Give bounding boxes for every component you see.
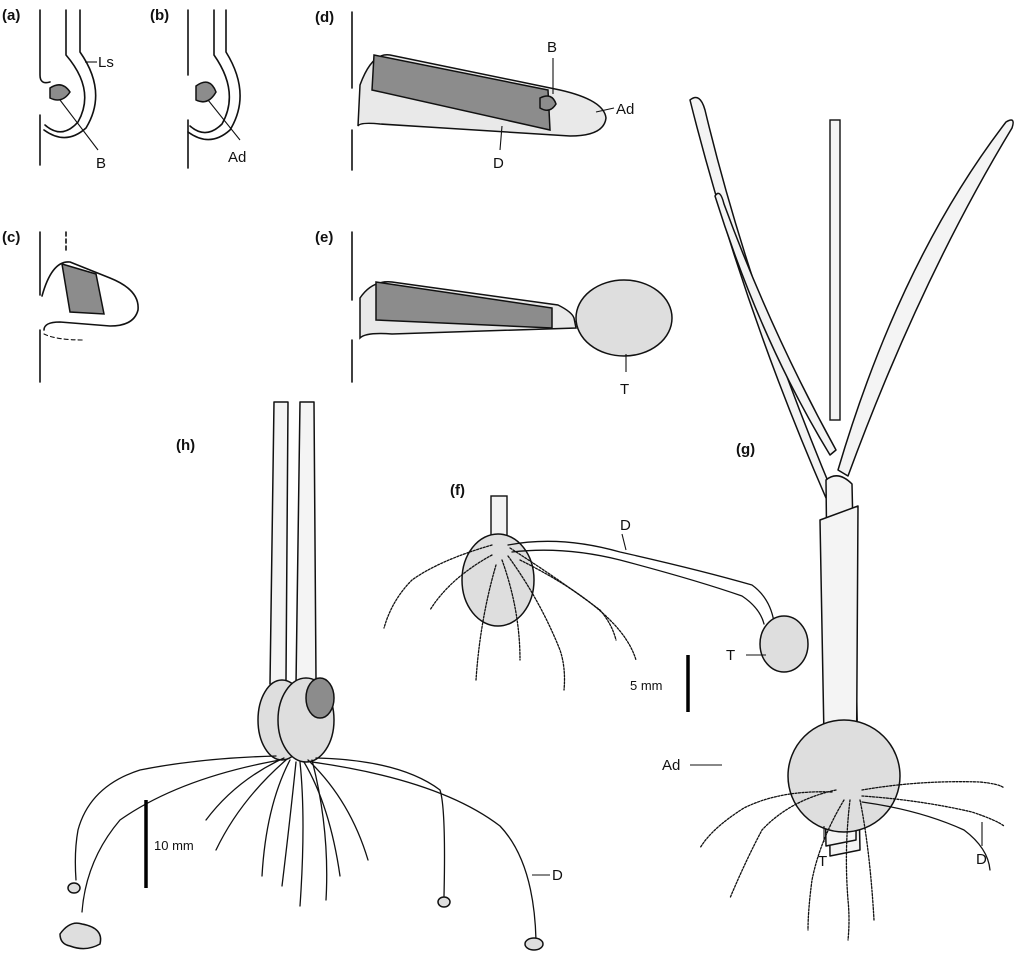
label-ad-b: Ad: [228, 149, 246, 166]
tuber-h-4: [525, 938, 543, 950]
dropper-early: [62, 264, 104, 314]
label-b-d: B: [547, 39, 557, 56]
panel-e-label: (e): [315, 229, 333, 246]
panel-g: (g) Ad D T: [662, 98, 1013, 940]
tuber-h-1: [60, 923, 101, 948]
leaf-left-inner: [715, 193, 836, 455]
corm-f: [462, 534, 534, 626]
label-d-h: D: [552, 867, 563, 884]
label-d-g: D: [976, 851, 987, 868]
tuber-e: [576, 280, 672, 356]
scale-label-h: 10 mm: [154, 838, 194, 853]
panel-c-label: (c): [2, 229, 20, 246]
label-ad-g: Ad: [662, 757, 680, 774]
bud-adventitious: [196, 82, 216, 102]
panel-b: (b) Ad: [150, 7, 246, 168]
leaf-h-left: [270, 402, 288, 686]
dropper-h-4: [312, 762, 536, 940]
bud-d: [540, 96, 556, 110]
label-t-e: T: [620, 381, 629, 398]
stem-g: [830, 120, 840, 420]
tuber-f: [760, 616, 808, 672]
panel-b-label: (b): [150, 7, 169, 24]
dropper-f: [508, 541, 774, 622]
scale-label-f: 5 mm: [630, 678, 663, 693]
label-ls: Ls: [98, 54, 114, 71]
label-d-f: D: [620, 517, 631, 534]
tuber-g: [788, 720, 900, 832]
label-t-g: T: [818, 853, 827, 870]
panel-f-label: (f): [450, 482, 465, 499]
label-ad-d: Ad: [616, 101, 634, 118]
bud: [50, 85, 70, 100]
panel-g-label: (g): [736, 441, 755, 458]
panel-h-label: (h): [176, 437, 195, 454]
label-b-a: B: [96, 155, 106, 172]
label-d-d: D: [493, 155, 504, 172]
dropper-h-1: [75, 756, 276, 880]
label-t-f: T: [726, 647, 735, 664]
leaf-right-outer: [838, 120, 1013, 476]
panel-h: (h) D 10 mm: [60, 402, 563, 950]
leaf-h-right: [296, 402, 316, 686]
panel-d-label: (d): [315, 9, 334, 26]
panel-e: (e) T: [315, 229, 672, 398]
panel-a-label: (a): [2, 7, 20, 24]
panel-d: (d) B Ad D: [315, 9, 634, 172]
panel-f: (f) D T 5 mm: [384, 482, 808, 712]
dropper-h-3: [316, 758, 445, 896]
panel-c: (c): [2, 229, 138, 382]
panel-a: (a) Ls B: [2, 7, 114, 172]
